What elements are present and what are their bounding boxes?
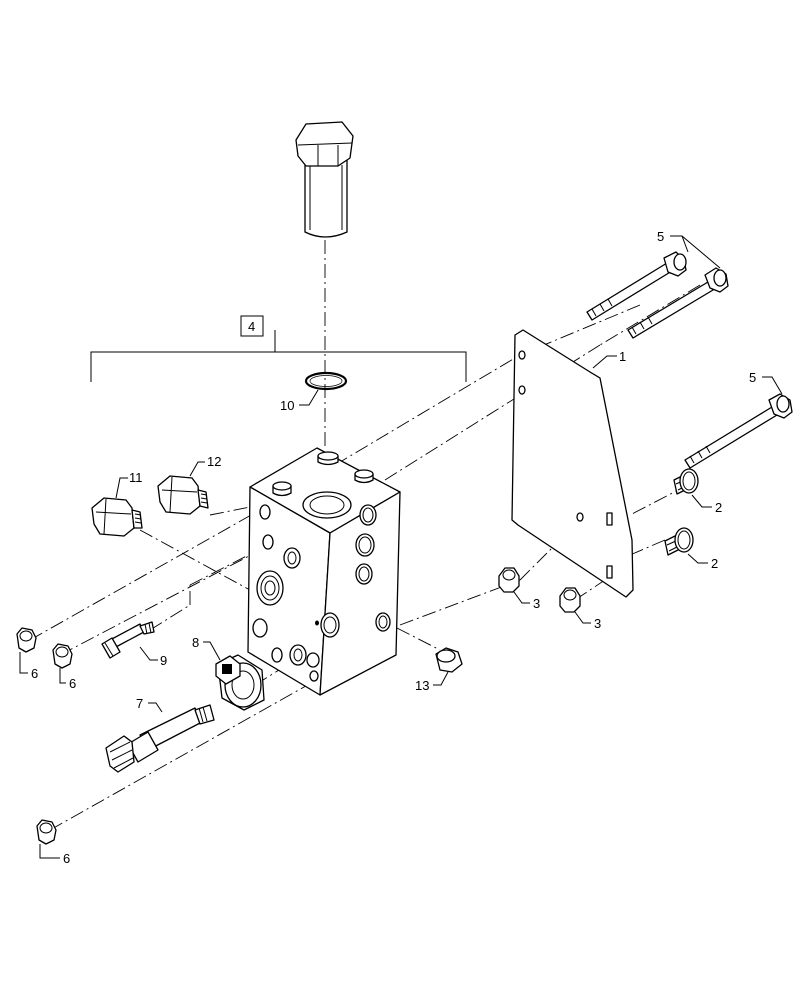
callout-2a: 2 [715,500,722,515]
callout-4: 4 [248,319,255,334]
callout-5b: 5 [749,370,756,385]
mounting-plate [511,329,634,598]
callout-7: 7 [136,696,143,711]
fitting-12 [157,461,209,515]
callout-5a: 5 [657,229,664,244]
callout-11: 11 [129,470,143,485]
flange-nuts [16,627,73,859]
sensor [101,621,158,661]
assembly-bracket [90,315,467,382]
callout-9: 9 [160,653,167,668]
callout-10: 10 [280,398,294,413]
callout-8: 8 [192,635,199,650]
callout-1: 1 [619,349,626,364]
solenoid-coil [203,641,265,711]
callout-6a: 6 [31,666,38,681]
filter-plug [295,121,354,238]
nuts [498,567,591,624]
callout-6b: 6 [69,676,76,691]
callout-12: 12 [207,454,221,469]
callout-13: 13 [415,678,429,693]
callout-3a: 3 [533,596,540,611]
callout-6c: 6 [63,851,70,866]
studs [664,468,712,564]
callout-3b: 3 [594,616,601,631]
fitting-11 [91,477,143,537]
cartridge-valve [105,702,215,773]
callout-2b: 2 [711,556,718,571]
callout-labels: 1 2 2 3 3 4 5 5 6 6 6 7 8 9 10 11 12 13 [31,229,756,866]
port-plug [433,647,463,686]
bolts [586,235,793,469]
o-ring [299,371,348,406]
valve-block [247,447,401,696]
